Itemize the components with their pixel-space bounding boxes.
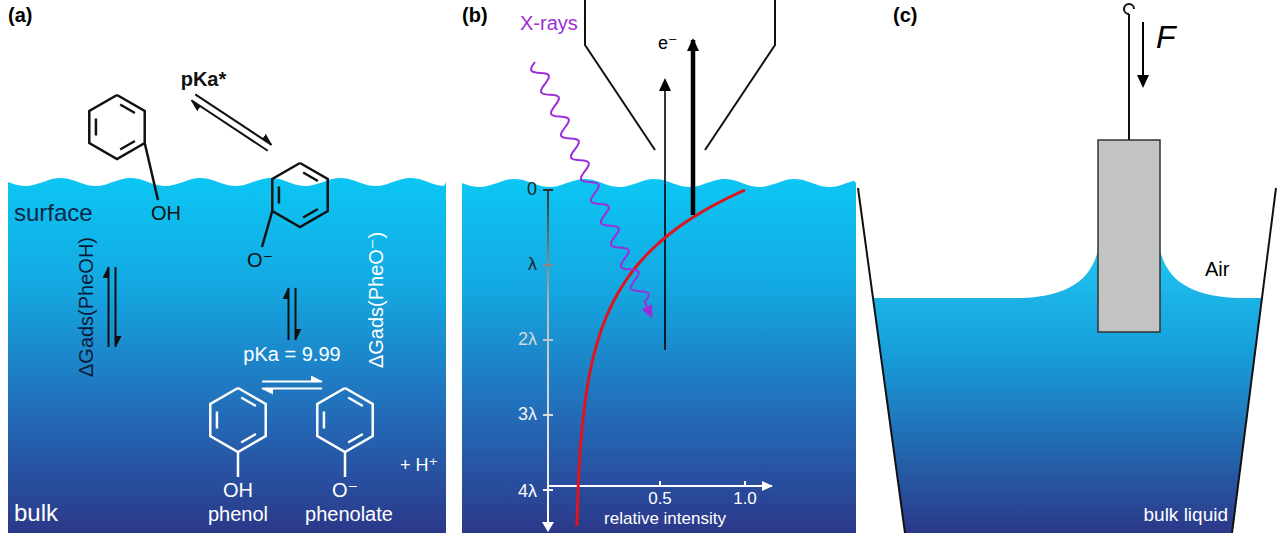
- axis-tick: [744, 481, 746, 486]
- panel-label: (a): [8, 4, 32, 26]
- molecule-name: phenol: [208, 503, 268, 525]
- double-bond: [323, 411, 326, 428]
- liquid: [873, 250, 1262, 533]
- depth-axis: [547, 190, 549, 528]
- equilibrium-arrow: [262, 382, 322, 389]
- equilibrium-arrow: [289, 288, 296, 340]
- axis-tick: [659, 481, 661, 486]
- suspension-wire: [1128, 14, 1130, 140]
- electron-arrow: [664, 80, 666, 350]
- molecule: O⁻: [240, 150, 350, 280]
- species-label: + H⁺: [400, 456, 438, 476]
- equilibrium-arrow: [109, 267, 116, 347]
- double-bond: [241, 398, 256, 407]
- axis-label: relative intensity: [604, 510, 726, 529]
- double-bond: [241, 434, 256, 443]
- water-body: [462, 179, 856, 533]
- molecule-name: phenolate: [305, 503, 393, 525]
- axis-label: 1.0: [733, 490, 757, 509]
- oxygen-bond: [237, 452, 240, 477]
- double-bond: [303, 209, 318, 218]
- panel-label: (c): [893, 4, 917, 26]
- arrow-line: [262, 381, 322, 383]
- double-bond: [348, 398, 363, 407]
- annotation: Air: [1205, 258, 1229, 280]
- ring-bond: [210, 388, 265, 452]
- axis-arrowhead: [542, 522, 554, 532]
- axis-label: 0.5: [648, 490, 672, 509]
- oxygen-bond: [145, 143, 158, 200]
- oxygen-bond: [344, 452, 347, 477]
- molecule: O⁻phenolate: [285, 385, 397, 530]
- axis-ticks: [543, 190, 553, 490]
- intensity-curve: [577, 190, 745, 526]
- species-label: X-rays: [520, 12, 578, 34]
- panel-label: (b): [462, 4, 488, 26]
- axis-label: 3λ: [518, 405, 537, 425]
- beaker-wall: [1232, 188, 1276, 533]
- arrow-line: [295, 288, 297, 340]
- double-bond: [120, 105, 135, 114]
- arrow-line: [195, 94, 271, 144]
- detector-cone: [585, 0, 655, 150]
- double-bond: [216, 411, 219, 428]
- axis-label: 4λ: [518, 482, 537, 502]
- arrow-line: [288, 288, 290, 340]
- electron-arrow: [691, 40, 696, 215]
- atom-label: OH: [223, 479, 253, 501]
- double-bond: [348, 434, 363, 443]
- arrow-line: [262, 388, 322, 390]
- ring-bond: [89, 95, 144, 159]
- annotation: F: [1156, 20, 1176, 55]
- detector-cone: [705, 0, 775, 150]
- molecule: OHphenol: [100, 385, 285, 530]
- axis-label: 2λ: [518, 330, 537, 350]
- atom-label: O⁻: [247, 249, 273, 271]
- double-bond: [95, 118, 98, 135]
- oxygen-bond: [262, 211, 272, 247]
- wilhelmy-plate: [1098, 140, 1160, 332]
- equilibrium-label: ΔGads(PheOH): [75, 237, 97, 377]
- equilibrium-label: ΔGads(PheO⁻): [365, 232, 387, 368]
- ring-bond: [272, 163, 327, 227]
- force-arrow: [1142, 22, 1144, 86]
- double-bond: [303, 173, 318, 182]
- water-body: [8, 178, 446, 533]
- ring-bond: [317, 388, 372, 452]
- axis-label: λ: [528, 255, 537, 275]
- region-label: bulk: [14, 500, 58, 526]
- arrow-line: [115, 267, 117, 347]
- arrow-line: [108, 267, 110, 347]
- annotation: bulk liquid: [1144, 505, 1229, 526]
- region-label: surface: [14, 200, 93, 226]
- double-bond: [278, 186, 281, 203]
- equilibrium-label: pKa*: [181, 68, 227, 90]
- axis-label: 0: [527, 180, 537, 200]
- atom-label: O⁻: [332, 479, 358, 501]
- beaker-wall: [858, 188, 905, 533]
- atom-label: OH: [151, 202, 181, 224]
- double-bond: [120, 141, 135, 150]
- hook: [1124, 4, 1134, 14]
- arrow-line: [191, 100, 267, 150]
- equilibrium-label: pKa = 9.99: [243, 343, 340, 365]
- equilibrium-arrow: [191, 94, 271, 150]
- species-label: e⁻: [658, 34, 678, 54]
- xray-wave: [531, 62, 651, 317]
